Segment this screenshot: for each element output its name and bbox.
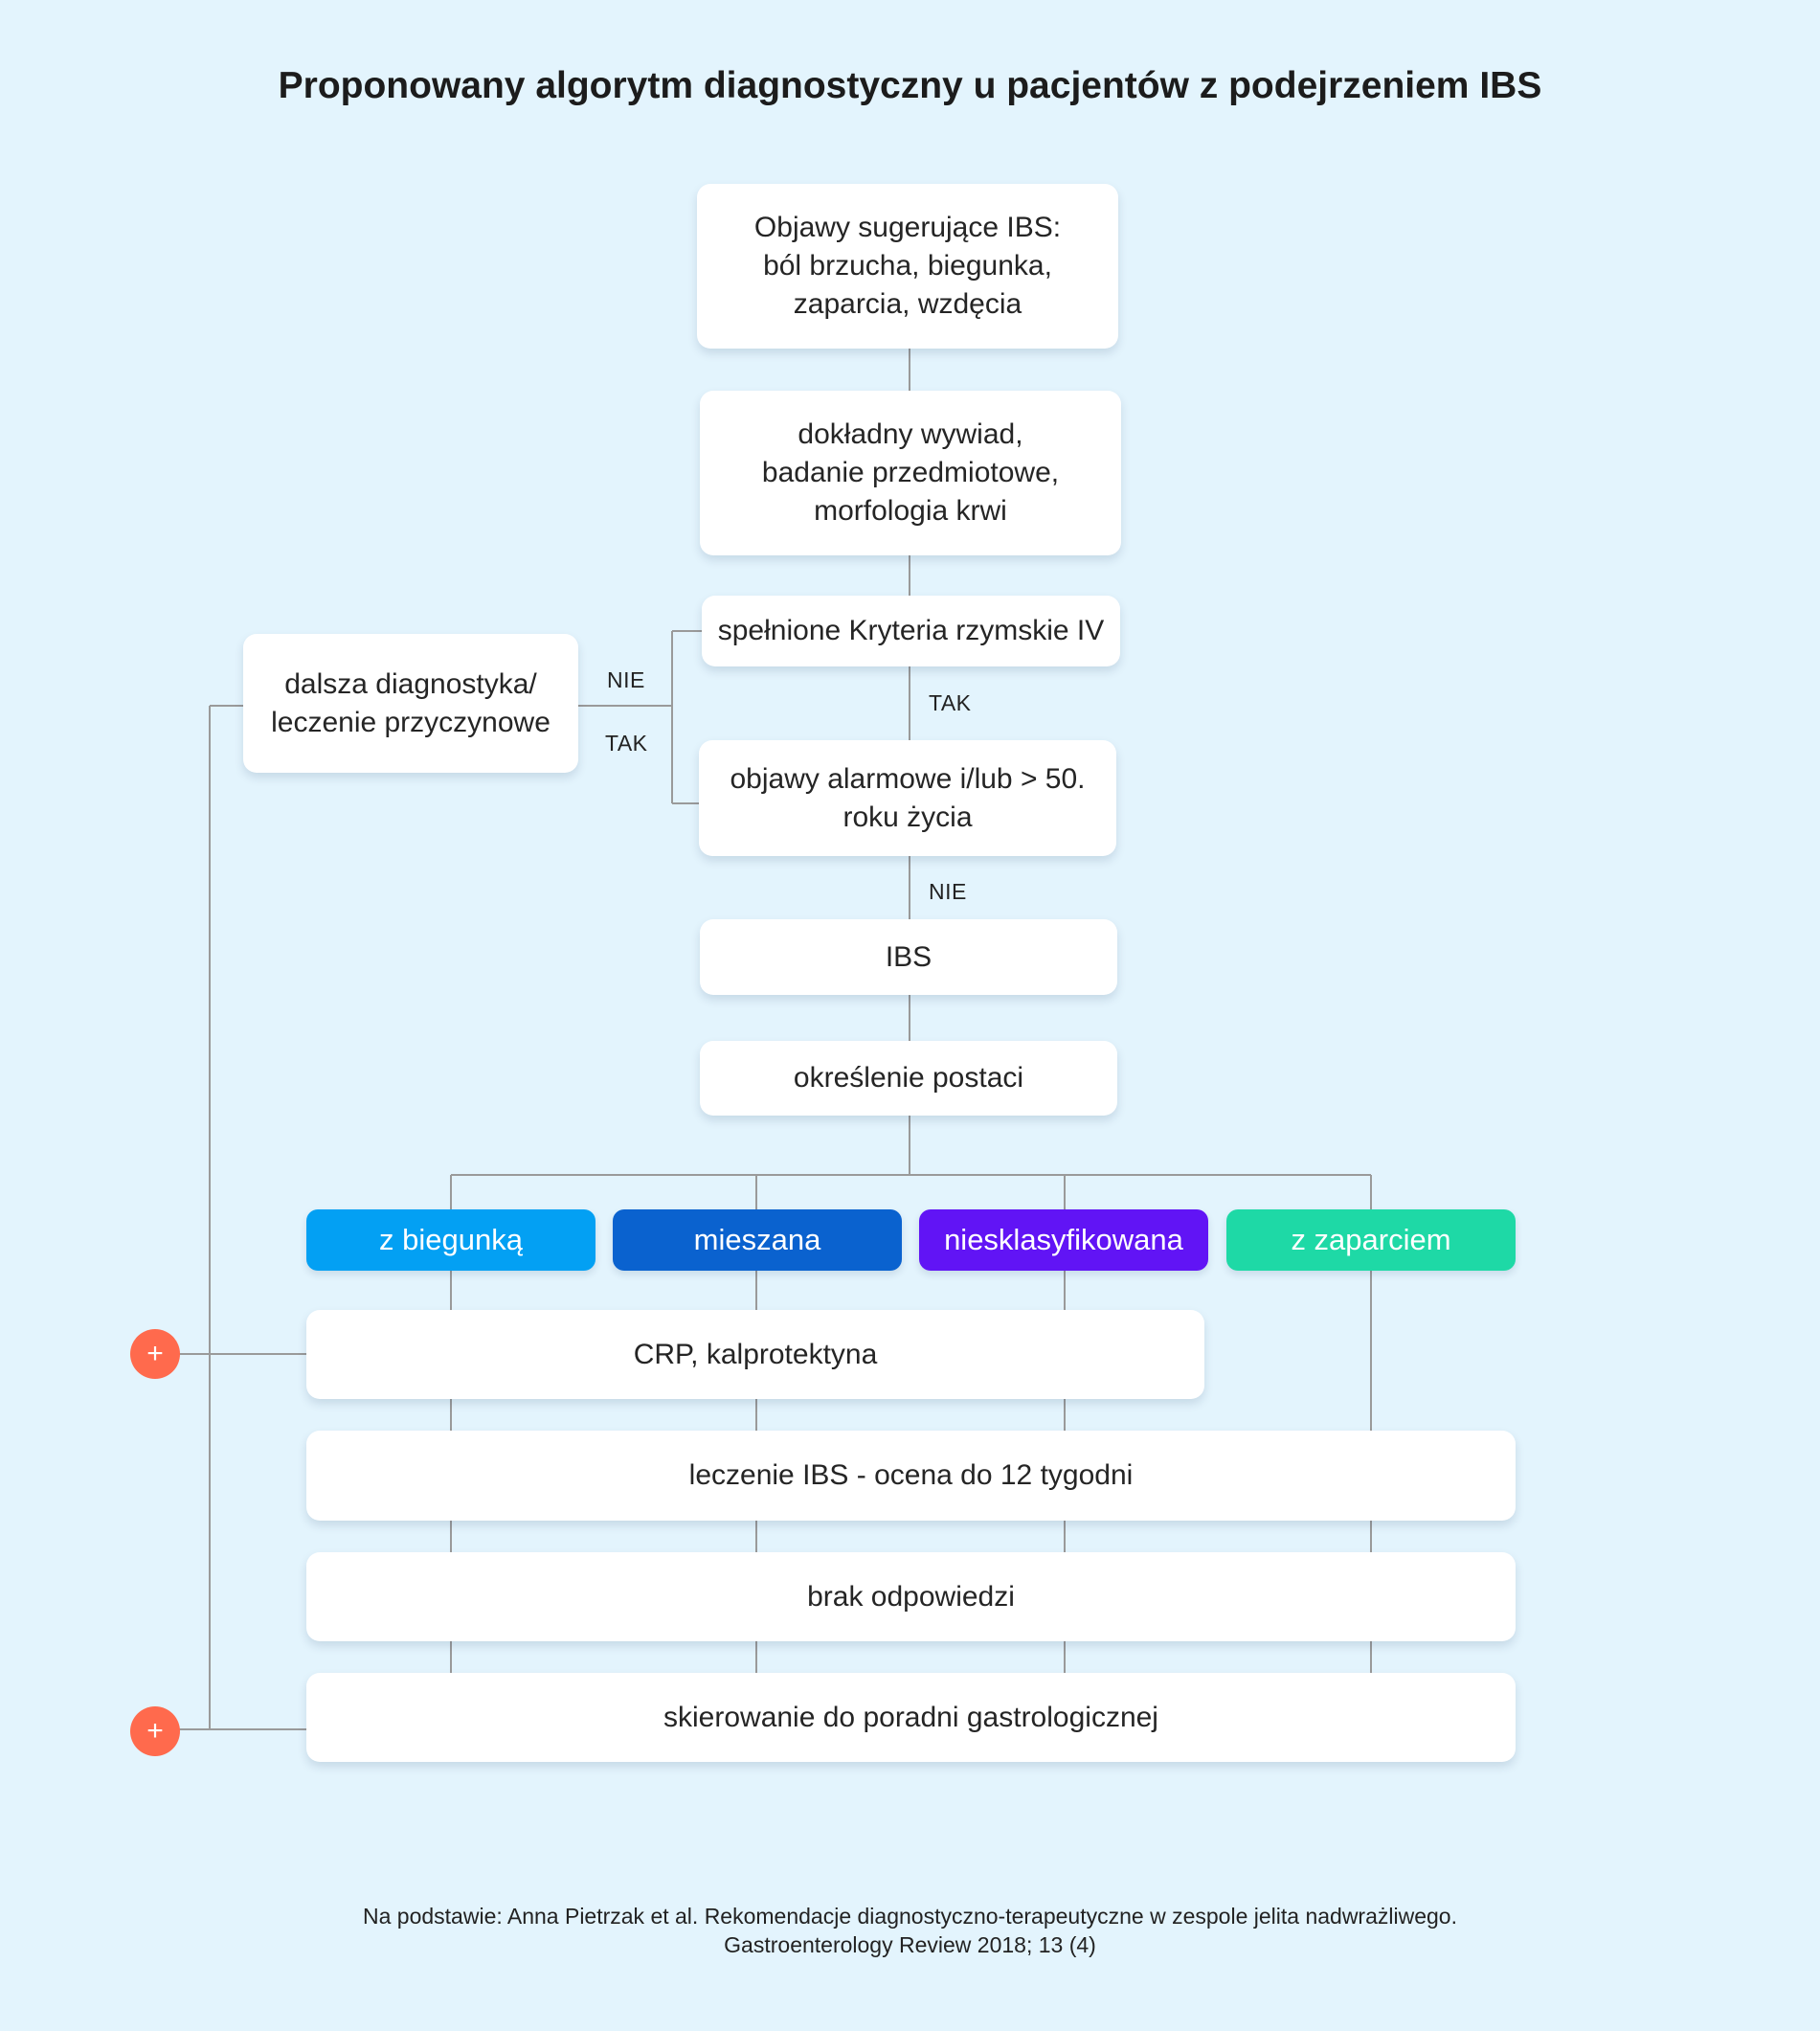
node-alarm-symptoms: objawy alarmowe i/lub > 50. roku życia (699, 740, 1116, 856)
citation-line-1: Na podstawie: Anna Pietrzak et al. Rekom… (363, 1904, 1457, 1929)
node-rome-criteria: spełnione Kryteria rzymskie IV (702, 596, 1120, 666)
node-crp-calprotectin: CRP, kalprotektyna (306, 1310, 1204, 1399)
node-ibs: IBS (700, 919, 1117, 995)
citation-line-2: Gastroenterology Review 2018; 13 (4) (724, 1932, 1096, 1957)
subtype-mixed: mieszana (613, 1209, 902, 1271)
node-no-response: brak odpowiedzi (306, 1552, 1516, 1641)
node-symptoms: Objawy sugerujące IBS: ból brzucha, bieg… (697, 184, 1118, 349)
plus-marker-referral: + (130, 1706, 180, 1756)
node-history: dokładny wywiad, badanie przedmiotowe, m… (700, 391, 1121, 555)
page-title: Proponowany algorytm diagnostyczny u pac… (278, 65, 1542, 106)
node-subtype: określenie postaci (700, 1041, 1117, 1116)
source-citation: Na podstawie: Anna Pietrzak et al. Rekom… (0, 1902, 1820, 1959)
subtype-diarrhea: z biegunką (306, 1209, 595, 1271)
edge-label-rome-yes: TAK (929, 690, 972, 715)
edge-label-alarm-no: NIE (929, 879, 967, 904)
subtype-unclassified: niesklasyfikowana (919, 1209, 1208, 1271)
subtype-constipation: z zaparciem (1226, 1209, 1516, 1271)
node-ibs-treatment: leczenie IBS - ocena do 12 tygodni (306, 1431, 1516, 1521)
edge-label-alarm-yes: TAK (605, 731, 648, 756)
node-further-diagnostics: dalsza diagnostyka/ leczenie przyczynowe (243, 634, 578, 773)
edge-label-rome-no: NIE (607, 667, 645, 692)
plus-marker-crp: + (130, 1329, 180, 1379)
node-gastro-referral: skierowanie do poradni gastrologicznej (306, 1673, 1516, 1762)
